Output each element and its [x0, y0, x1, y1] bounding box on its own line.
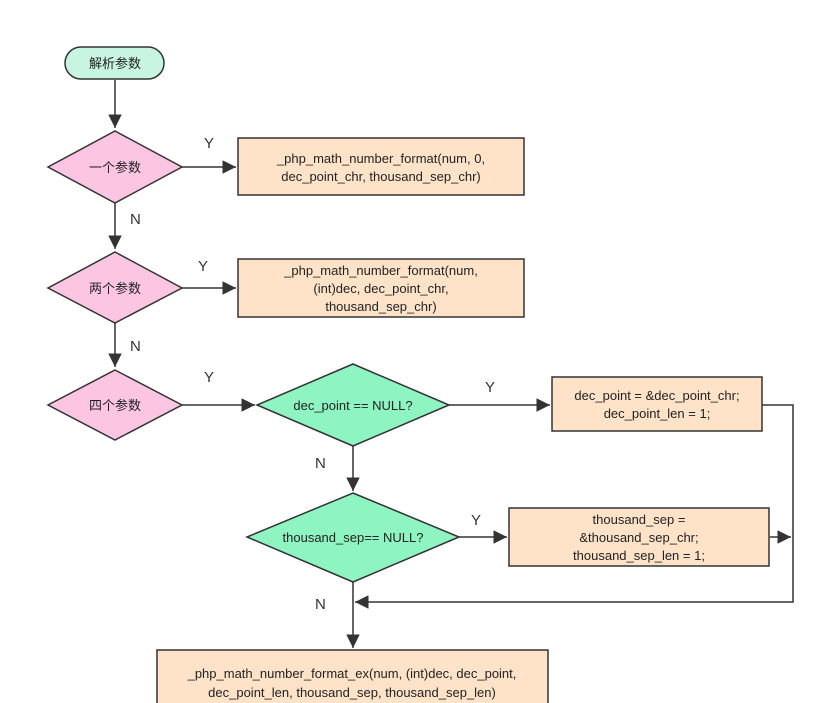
decision-four-params: 四个参数	[46, 369, 184, 441]
process-set-thousand-sep: thousand_sep = &thousand_sep_chr; thousa…	[508, 507, 770, 567]
start-node-label: 解析参数	[89, 56, 141, 71]
process-call-one-param: _php_math_number_format(num, 0, dec_poin…	[237, 137, 525, 196]
process-call-two-params-line: (int)dec, dec_point_chr,	[313, 281, 448, 296]
decision-two-params-label: 两个参数	[89, 281, 141, 296]
label-yes: Y	[485, 379, 495, 396]
decision-dec-point-null-label: dec_point == NULL?	[293, 398, 412, 413]
label-no: N	[315, 596, 326, 613]
process-call-two-params: _php_math_number_format(num, (int)dec, d…	[237, 258, 525, 318]
label-yes: Y	[471, 512, 481, 529]
process-set-dec-point: dec_point = &dec_point_chr; dec_point_le…	[551, 376, 763, 432]
decision-four-params-label: 四个参数	[89, 398, 141, 413]
decision-one-param: 一个参数	[46, 130, 184, 204]
label-yes: Y	[204, 369, 214, 386]
process-set-dec-point-line: dec_point_len = 1;	[604, 406, 711, 421]
edges	[108, 80, 794, 648]
process-call-two-params-line: thousand_sep_chr)	[325, 299, 436, 314]
process-call-one-param-line: _php_math_number_format(num, 0,	[276, 151, 485, 166]
decision-two-params: 两个参数	[46, 251, 184, 324]
process-set-dec-point-line: dec_point = &dec_point_chr;	[574, 388, 739, 403]
label-no: N	[130, 211, 141, 228]
label-yes: Y	[198, 258, 208, 275]
process-call-one-param-line: dec_point_chr, thousand_sep_chr)	[281, 169, 480, 184]
edge-labels: Y N Y N Y Y N Y N	[130, 135, 495, 613]
process-call-ex-line: _php_math_number_format_ex(num, (int)dec…	[187, 666, 517, 681]
process-set-thousand-sep-line: thousand_sep_len = 1;	[573, 548, 705, 563]
start-node: 解析参数	[64, 46, 165, 80]
label-yes: Y	[204, 135, 214, 152]
process-call-two-params-line: _php_math_number_format(num,	[283, 263, 478, 278]
process-set-thousand-sep-line: thousand_sep =	[593, 512, 686, 527]
decision-one-param-label: 一个参数	[89, 160, 141, 175]
label-no: N	[315, 455, 326, 472]
decision-thousand-sep-null: thousand_sep== NULL?	[245, 492, 461, 583]
process-set-thousand-sep-line: &thousand_sep_chr;	[579, 530, 698, 545]
decision-dec-point-null: dec_point == NULL?	[255, 363, 451, 447]
edge-dec-point-merge	[355, 404, 794, 609]
decision-thousand-sep-null-label: thousand_sep== NULL?	[283, 530, 424, 545]
process-call-ex-line: dec_point_len, thousand_sep, thousand_se…	[208, 685, 496, 700]
process-call-ex: _php_math_number_format_ex(num, (int)dec…	[156, 649, 549, 703]
label-no: N	[130, 338, 141, 355]
